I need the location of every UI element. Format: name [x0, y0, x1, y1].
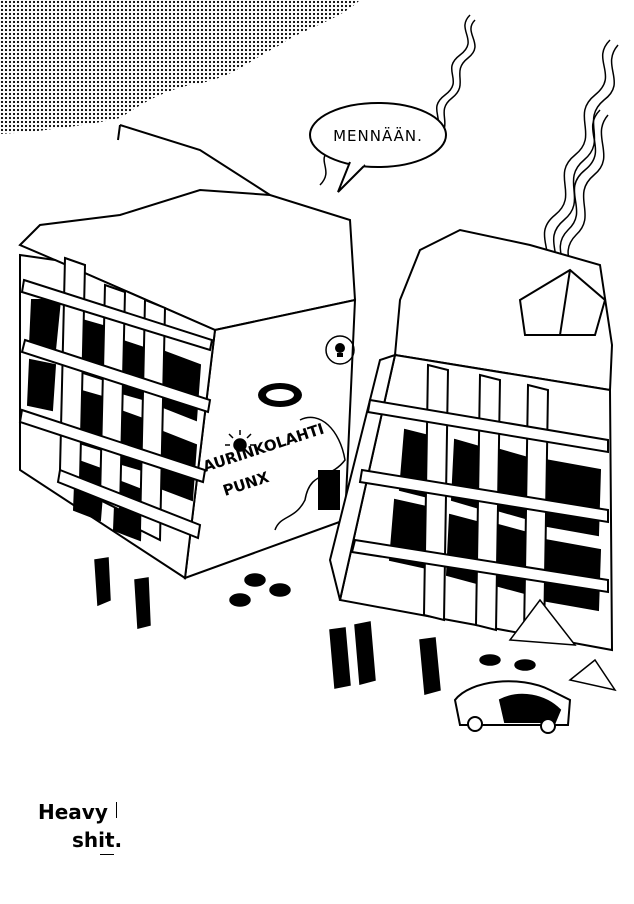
caption-corner-mark — [110, 802, 117, 818]
caption: Heavy shit. — [38, 800, 148, 860]
left-building — [18, 124, 357, 580]
smoke-icon — [319, 14, 619, 289]
right-building — [328, 228, 614, 652]
wrecked-car — [453, 680, 572, 734]
caption-corner-mark — [100, 852, 114, 855]
ground-debris — [94, 557, 536, 695]
graffiti-wall — [225, 335, 355, 531]
sun-icon — [225, 430, 255, 452]
ground-tents — [508, 598, 617, 692]
halftone-sky — [0, 0, 360, 134]
caption-line-1: Heavy — [38, 800, 108, 824]
skull-icon — [325, 335, 355, 365]
speech-bubble-text: MENNÄÄN. — [333, 126, 423, 145]
speech-bubble — [309, 102, 447, 193]
caption-line-2: shit. — [72, 828, 123, 852]
